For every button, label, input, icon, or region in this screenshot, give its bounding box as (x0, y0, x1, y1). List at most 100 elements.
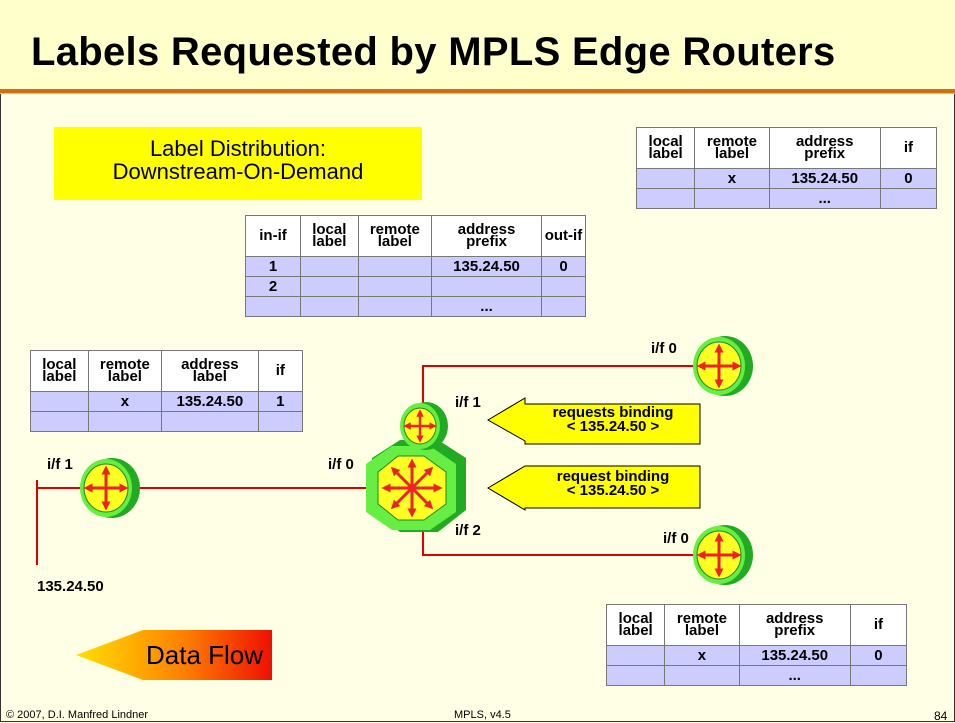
table-header-text: address (765, 610, 824, 627)
table-header-text: label (714, 145, 749, 162)
table-header-text: local (618, 610, 653, 627)
footer-copyright: © 2007, D.I. Manfred Lindner (6, 709, 149, 721)
request-binding-line1: request binding (556, 468, 670, 485)
table-cell (664, 665, 740, 686)
table-cell (635, 188, 696, 209)
core-switch-router-icon (366, 402, 466, 532)
router-left-icon (80, 458, 140, 518)
requests-binding-arrow-shape (487, 397, 701, 445)
if0-bottom-label: i/f 0 (663, 530, 689, 547)
table-header-text: prefix (804, 145, 846, 162)
table-header-text: remote (99, 356, 150, 373)
table-cell (849, 665, 908, 686)
table-header-cell: if (257, 350, 304, 392)
table-header-text: address (795, 133, 854, 150)
table-row: ... (244, 296, 587, 317)
table-header-cell: in-if (244, 215, 302, 257)
table-header-text: if (275, 362, 285, 379)
footer-page-number: 84 (934, 709, 948, 723)
table-row: ... (605, 665, 908, 686)
table-cell (540, 296, 587, 317)
table-header-text: address (457, 221, 516, 238)
requests-binding-line2: < 135.24.50 > (566, 418, 660, 435)
table-header-text: local (648, 133, 683, 150)
if0-top-label: i/f 0 (651, 340, 677, 357)
table-cell (879, 188, 938, 209)
page-title: Labels Requested by MPLS Edge Routers (31, 30, 836, 74)
table-header-text: label (312, 233, 347, 250)
table-cell (694, 188, 770, 209)
table-header-text: remote (706, 133, 757, 150)
router-bottom-icon (693, 525, 753, 585)
links (36, 365, 720, 565)
table-header-text: local (42, 356, 77, 373)
link-core-bottom (422, 525, 720, 556)
if2-center-label: i/f 2 (455, 522, 481, 539)
table-header-text: out-if (544, 227, 583, 244)
title-rule (0, 89, 955, 93)
table-header-text: address (181, 356, 239, 373)
table-header-text: label (42, 368, 77, 385)
label-distribution-box: Label Distribution: Downstream-On-Demand (54, 127, 422, 200)
table-header-text: label (192, 368, 227, 385)
table-row (30, 411, 304, 432)
table-header-text: prefix (466, 233, 507, 250)
table-header-text: remote (369, 221, 420, 238)
if0-center-label: i/f 0 (328, 456, 354, 473)
if1-left-label: i/f 1 (47, 456, 73, 473)
table-cell (605, 665, 666, 686)
footer-version: MPLS, v4.5 (454, 709, 511, 721)
table-cell (244, 296, 302, 317)
label-distribution-line2: Downstream-On-Demand (112, 159, 364, 184)
if1-center-label: i/f 1 (455, 394, 481, 411)
table-header-text: label (648, 145, 683, 162)
request-binding-line2: < 135.24.50 > (566, 482, 660, 499)
table-header-text: if (903, 139, 914, 156)
network-prefix-label: 135.24.50 (37, 578, 104, 595)
table-header-text: label (107, 368, 142, 385)
table-header-text: label (684, 622, 719, 639)
data-flow-arrow-shape (76, 630, 272, 680)
request-binding-arrow-shape (487, 465, 701, 511)
label-distribution-line1: Label Distribution: (149, 136, 327, 161)
router-top-icon (693, 336, 753, 396)
table-row: 2 (244, 276, 587, 297)
table-cell: ... (768, 188, 881, 209)
table-header-text: remote (676, 610, 727, 627)
requests-binding-line1: requests binding (552, 404, 674, 421)
data-flow-label: Data Flow (146, 640, 264, 670)
title-rule-highlight (0, 93, 955, 94)
request-binding-label: request binding < 135.24.50 > (527, 468, 699, 499)
table-row: ... (635, 188, 938, 209)
table-header-text: local (312, 221, 347, 238)
table-header-text: in-if (259, 227, 287, 244)
title-bar: Labels Requested by MPLS Edge Routers (0, 0, 955, 89)
table-cell: ... (738, 665, 851, 686)
table-header-cell: out-if (540, 215, 587, 257)
table-header-text: prefix (774, 622, 816, 639)
table-header-text: label (377, 233, 412, 250)
table-cell: 135.24.50 (161, 391, 259, 412)
table-header-text: label (618, 622, 653, 639)
